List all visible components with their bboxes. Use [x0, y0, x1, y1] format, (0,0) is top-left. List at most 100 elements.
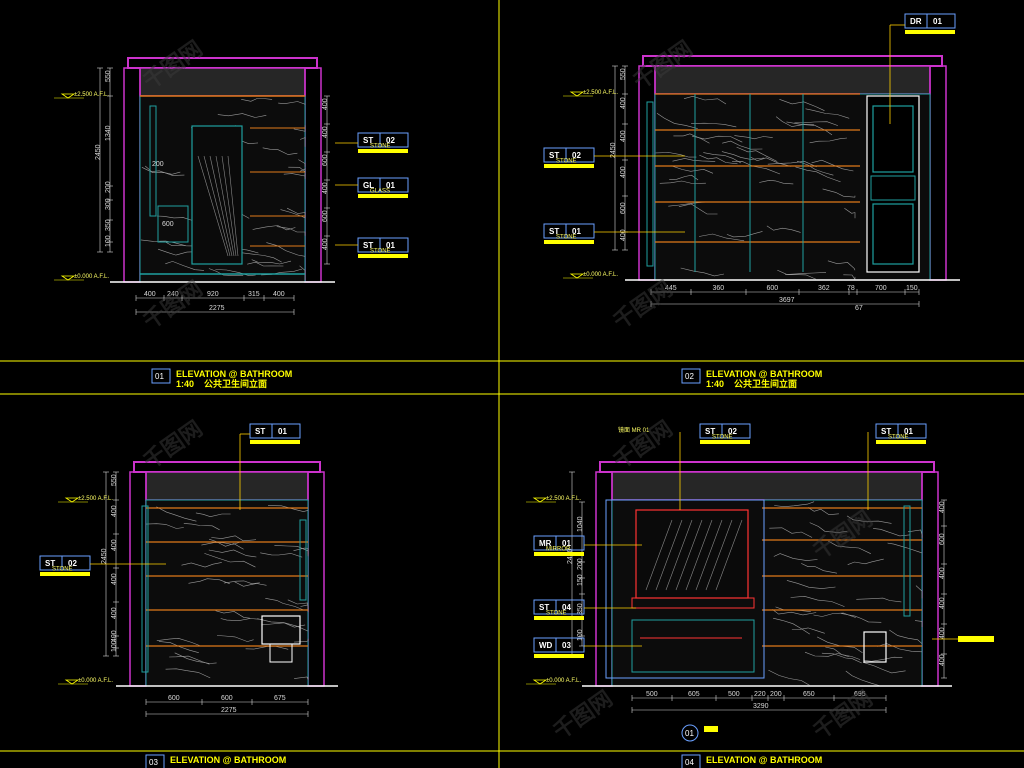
d04-title-title: ELEVATION @ BATHROOM — [706, 755, 822, 765]
stone-vein — [779, 99, 825, 111]
basin-cabinet — [157, 205, 189, 243]
d02-bottom-dim-label: 360 — [713, 285, 725, 292]
d01-tag-st01-code: ST — [363, 241, 373, 250]
d04-total-width-label: 3290 — [753, 703, 769, 710]
d02-tag-st01-desc: STONE — [556, 235, 577, 241]
d04-tag-wd03-box — [533, 637, 585, 653]
stone-vein — [821, 652, 862, 664]
stone-vein — [655, 152, 697, 158]
d01-right-dim-label: 400 — [322, 126, 329, 138]
d03-tag-st02-num: 02 — [68, 559, 77, 568]
d01-total-height-label: 2450 — [95, 144, 102, 160]
stone-vein — [223, 580, 260, 585]
mirror-hatch — [695, 519, 723, 591]
d01-height-dim-label: 100 — [105, 235, 112, 247]
stone-vein — [159, 240, 198, 247]
stone-vein — [680, 267, 725, 277]
d03-height-dim-label: 550 — [111, 474, 118, 486]
d04-title-num: 04 — [685, 758, 694, 767]
stone-vein — [165, 668, 211, 679]
ceiling-void — [145, 471, 309, 501]
d04-tag-st02-underline — [700, 440, 750, 444]
stone-vein — [673, 133, 710, 144]
d02-title-num: 02 — [685, 372, 694, 381]
stone-vein — [864, 656, 903, 662]
d04-tag-mr01-num: 01 — [562, 539, 571, 548]
d01-right-dim-label: 600 — [322, 154, 329, 166]
d01-height-dim-label: 350 — [105, 219, 112, 231]
stone-vein — [252, 225, 296, 231]
d01-tag-gl01-code: GL — [363, 181, 374, 190]
d01-right-dim-label: 400 — [322, 98, 329, 110]
stone-vein — [251, 259, 292, 265]
stone-vein — [165, 261, 205, 271]
stone-vein — [794, 121, 839, 126]
stone-vein — [846, 515, 892, 524]
stone-vein — [721, 151, 765, 160]
stone-vein — [278, 101, 306, 105]
stone-vein — [261, 622, 306, 628]
stone-vein — [804, 651, 850, 658]
d04-tag-st02-desc: STONE — [712, 435, 733, 441]
stone-vein — [204, 553, 256, 568]
stone-vein — [809, 137, 848, 144]
d04-right-dim-label: 400 — [939, 654, 946, 666]
d01-title-subtitle: 公共卫生间立面 — [204, 378, 267, 389]
d01-bottom-dim-label: 240 — [167, 291, 179, 298]
d01-title-num: 01 — [155, 372, 164, 381]
stone-vein — [734, 135, 773, 140]
d02-tag-st02-box — [543, 147, 595, 163]
d03-height-dim-label: 400 — [111, 539, 118, 551]
d02-height-dim-label: 400 — [620, 166, 627, 178]
stone-vein — [181, 562, 222, 568]
stone-vein — [807, 507, 839, 516]
stone-vein — [299, 265, 306, 281]
d04-mirror-note: 镜面 MR 01 — [618, 426, 650, 434]
d01-level-base-label: ±0.000 A.F.L. — [74, 274, 109, 280]
stone-vein — [300, 604, 309, 612]
stone-vein — [791, 627, 825, 634]
d03-tag-st01-num: 01 — [278, 427, 287, 436]
d02-bottom-dim-label: 700 — [875, 285, 887, 292]
d04-level-top-label: ±2.500 A.F.L. — [546, 496, 581, 502]
d02-level-top-marker — [569, 91, 585, 97]
d03-level-base-label: ±0.000 A.F.L. — [78, 678, 113, 684]
door-inset-mid — [870, 175, 916, 201]
stone-vein — [915, 585, 923, 599]
stone-vein — [841, 613, 882, 623]
mirror-hatch — [705, 519, 733, 591]
d03-bottom-dim-label: 600 — [168, 695, 180, 702]
d01-tag-st02-underline — [358, 149, 408, 153]
door-inset-bottom — [872, 203, 914, 265]
stone-vein — [827, 260, 856, 271]
stone-vein — [736, 146, 778, 162]
stone-vein — [293, 125, 306, 132]
stone-vein — [811, 159, 854, 172]
stone-wall — [145, 499, 309, 687]
stone-vein — [656, 112, 698, 129]
stone-vein — [769, 527, 813, 538]
d04-tag-wd03-num: 03 — [562, 641, 571, 650]
door-inset-top — [872, 105, 914, 173]
stone-vein — [276, 226, 306, 236]
d04-height-dim-label: 150 — [577, 574, 584, 586]
stone-vein — [691, 122, 737, 128]
stone-vein — [209, 538, 244, 550]
stone-vein — [772, 609, 817, 616]
d02-bottom-dim-label: 78 — [847, 285, 855, 292]
stone-vein — [703, 152, 742, 164]
stone-vein — [234, 581, 267, 587]
d04-tag-st01-box — [875, 423, 927, 439]
d02-title-scale: 1:40 — [706, 379, 724, 389]
d04-right-dim-label: 400 — [939, 597, 946, 609]
d03-height-dim-label: 400 — [111, 630, 118, 642]
stone-vein — [768, 669, 810, 686]
d04-right-dim-label: 400 — [939, 627, 946, 639]
glass-hatch — [227, 155, 239, 257]
d04-tag-mr01-box — [533, 535, 585, 551]
d02-tag-st01-underline — [544, 240, 594, 244]
d04-tag-mr01-code: MR — [539, 539, 552, 548]
d04-tag-st04-box — [533, 599, 585, 615]
